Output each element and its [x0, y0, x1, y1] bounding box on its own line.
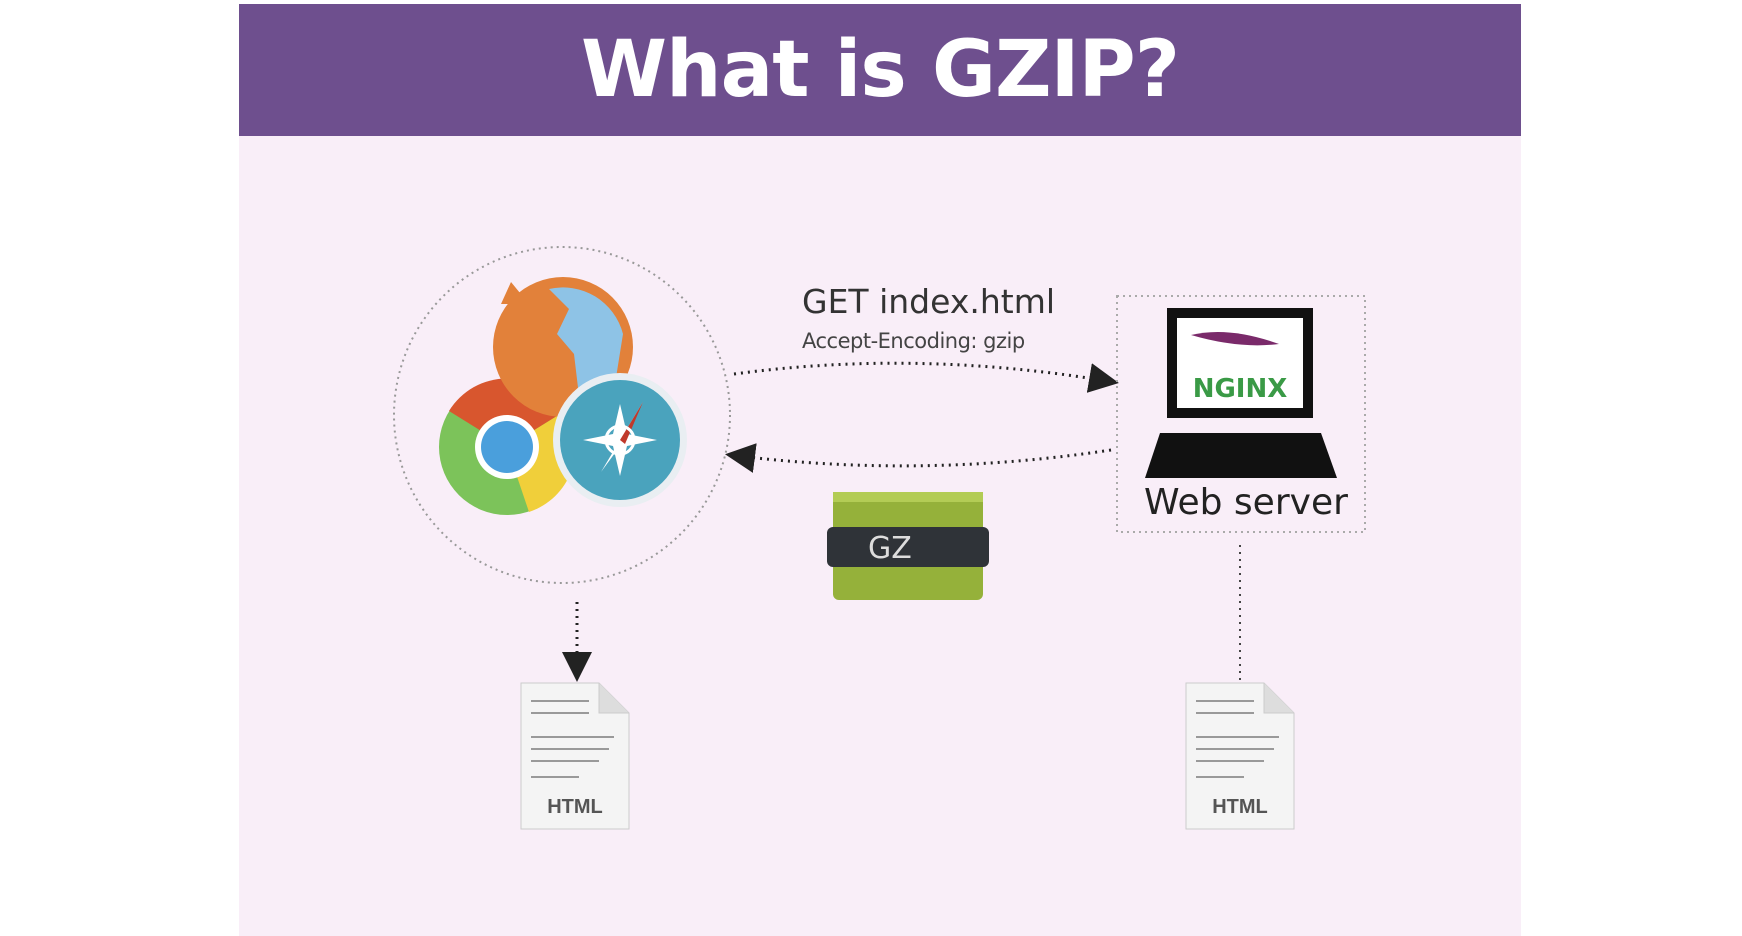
request-arrow	[733, 361, 1119, 393]
client-html-file-icon: HTML	[519, 681, 631, 831]
server-html-file-icon: HTML	[1184, 681, 1296, 831]
diagram-graphics: NGINX GZ	[393, 246, 1366, 684]
laptop-icon: NGINX	[1145, 308, 1337, 478]
nginx-logo: NGINX	[1193, 374, 1288, 404]
slide: What is GZIP?	[239, 4, 1521, 936]
header-bar: What is GZIP?	[239, 4, 1521, 136]
safari-icon	[553, 373, 687, 507]
server-file-label: HTML	[1212, 796, 1268, 818]
client-file-label: HTML	[547, 796, 603, 818]
chrome-icon	[439, 378, 576, 515]
slide-title: What is GZIP?	[581, 25, 1180, 115]
browsers-group-circle	[393, 246, 731, 584]
response-arrow	[725, 443, 1112, 473]
gz-label: GZ	[868, 531, 912, 566]
apache-feather-icon	[1191, 332, 1279, 346]
web-server-label: Web server	[1144, 482, 1348, 523]
server-box	[1116, 295, 1366, 533]
gz-archive-icon: GZ	[827, 492, 989, 600]
request-header: Accept-Encoding: gzip	[802, 329, 1025, 353]
request-line: GET index.html	[802, 282, 1056, 321]
